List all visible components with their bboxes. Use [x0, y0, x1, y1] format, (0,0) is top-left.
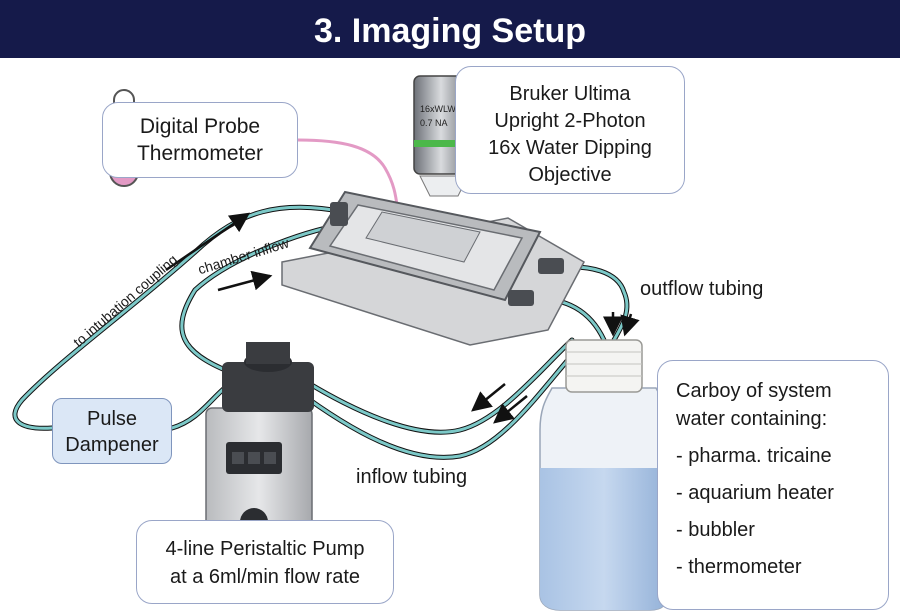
arrow-chamber-inflow [217, 270, 273, 292]
flow-arrows [165, 212, 640, 424]
callout-line: Digital Probe [139, 115, 261, 138]
arrow-inflow-2 [493, 395, 528, 424]
callout-heading: water containing: [676, 408, 828, 430]
objective-engraving-1: 16xWLWD [420, 104, 463, 114]
carboy-item: - thermometer [676, 556, 802, 578]
outflow-tubing-label: outflow tubing [640, 278, 764, 300]
arrow-intubation [165, 212, 251, 272]
carboy-item: - bubbler [676, 519, 755, 541]
objective-engraving-2: 0.7 NA [420, 118, 448, 128]
inflow-tubing-label: inflow tubing [356, 466, 468, 488]
thermometer-callout: Digital Probe Thermometer [102, 102, 298, 178]
callout-heading: Carboy of system [676, 380, 832, 402]
dampener-label: Dampener [65, 434, 159, 456]
peristaltic-pump [205, 342, 314, 539]
probe-wire [297, 138, 400, 213]
carboy-item: - pharma. tricaine [676, 445, 832, 467]
pulse-dampener: Pulse Dampener [52, 398, 172, 464]
callout-line: Upright 2-Photon [494, 110, 646, 132]
carboy-callout: Carboy of system water containing: - pha… [657, 360, 889, 610]
dampener-label: Pulse [86, 408, 138, 430]
callout-line: Thermometer [136, 142, 264, 165]
carboy-item: - aquarium heater [676, 482, 834, 504]
arrow-outflow-2 [620, 313, 640, 337]
callout-line: 4-line Peristaltic Pump [165, 538, 365, 560]
callout-line: 16x Water Dipping [488, 137, 652, 159]
objective-callout: Bruker Ultima Upright 2-Photon 16x Water… [455, 66, 685, 194]
callout-line: Bruker Ultima [509, 83, 631, 105]
carboy-bottle [539, 339, 669, 611]
callout-line: Objective [528, 164, 612, 186]
callout-line: at a 6ml/min flow rate [169, 566, 361, 588]
page-title: 3. Imaging Setup [0, 0, 900, 58]
pump-callout: 4-line Peristaltic Pump at a 6ml/min flo… [136, 520, 394, 604]
imaging-chamber [281, 190, 586, 346]
arrow-inflow-1 [471, 383, 506, 412]
